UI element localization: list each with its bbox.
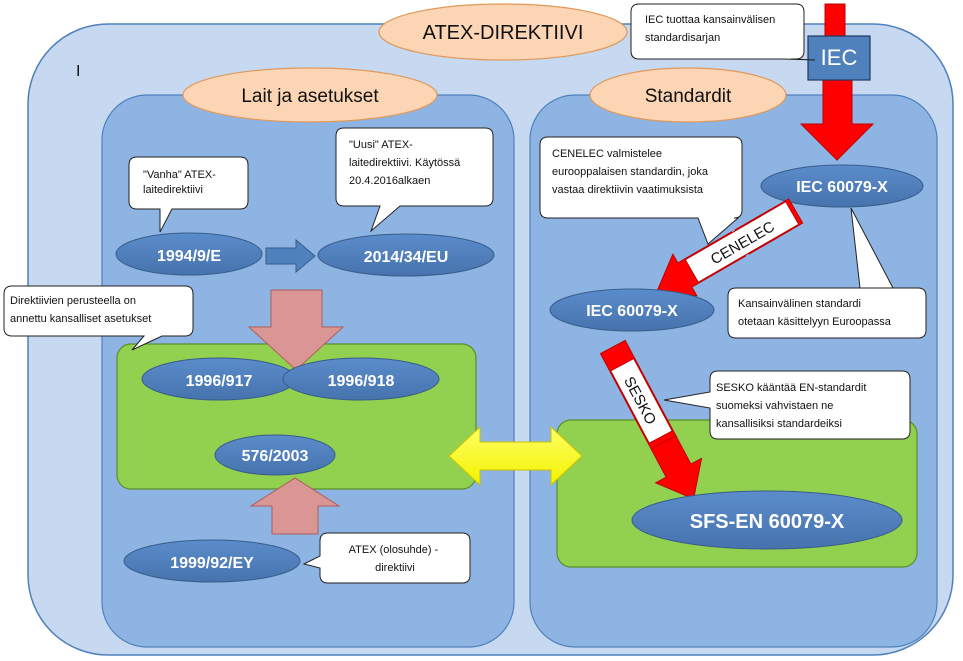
right-section-header: Standardit (645, 86, 732, 107)
sesko-callout-line-1: SESKO kääntää EN-standardit (716, 382, 866, 394)
cenelec-callout-line-3: vastaa direktiivin vaatimuksista (552, 184, 704, 196)
old-directive-label: 1994/9/E (157, 248, 221, 265)
international-callout (727, 207, 927, 339)
national-callout-line-2: annettu kansalliset asetukset (10, 313, 151, 325)
old-callout-line-1: "Vanha" ATEX- (143, 169, 216, 181)
sesko-callout-text: SESKO kääntää EN-standardit suomeksi vah… (716, 382, 869, 430)
national-decrees-callout-text: Direktiivien perusteella on annettu kans… (10, 295, 151, 325)
workplace-callout-text: ATEX (olosuhde) - direktiivi (349, 544, 442, 574)
decree-1996-918-label: 1996/918 (328, 373, 395, 390)
iec-standard-top-ellipse (760, 164, 924, 208)
old-directive-callout (128, 156, 249, 233)
new-directive-callout (335, 127, 494, 233)
workplace-directive-ellipse (123, 539, 301, 583)
iec-standard-mid-label: IEC 60079-X (586, 303, 678, 320)
iec-standard-mid-ellipse (549, 288, 715, 332)
old-directive-callout-text: "Vanha" ATEX- laitedirektiivi (143, 169, 219, 196)
cenelec-callout-line-2: eurooppalaisen standardin, joka (552, 166, 709, 178)
workplace-callout-line-2: direktiivi (375, 562, 415, 574)
iec-standard-top-label: IEC 60079-X (796, 179, 888, 196)
new-callout-line-2: laitedirektiivi. Käytössä (349, 157, 461, 169)
international-callout-text: Kansainvälinen standardi otetaan käsitte… (738, 298, 892, 328)
directives-to-decrees-arrow (247, 289, 345, 371)
sesko-arrow: SESKO (599, 339, 703, 500)
intl-callout-line-1: Kansainvälinen standardi (738, 298, 861, 310)
stray-mark: I (76, 63, 80, 80)
left-header-ellipse (182, 67, 438, 123)
decree-1996-918-ellipse (282, 357, 440, 401)
iec-callout-line-1: IEC tuottaa kansainvälisen (645, 14, 775, 26)
intl-callout-line-2: otetaan käsittelyyn Euroopassa (738, 316, 892, 328)
workplace-directive-label: 1999/92/EY (170, 555, 254, 572)
laws-standards-link-arrow (448, 425, 583, 487)
iec-callout-text: IEC tuottaa kansainvälisen standardisarj… (645, 14, 778, 44)
decree-576-2003-label: 576/2003 (242, 448, 309, 465)
workplace-directive-callout (302, 532, 471, 584)
left-section-header: Lait ja asetukset (241, 86, 379, 107)
cenelec-callout-line-1: CENELEC valmistelee (552, 148, 662, 160)
cenelec-callout (539, 136, 743, 245)
old-callout-line-2: laitedirektiivi (143, 184, 203, 196)
iec-box (807, 35, 871, 81)
new-directive-ellipse (317, 233, 495, 277)
sesko-callout (663, 370, 911, 440)
iec-input-arrow (824, 3, 846, 39)
new-callout-line-3: 20.4.2016alkaen (349, 175, 430, 187)
decree-1996-917-label: 1996/917 (186, 373, 253, 390)
workplace-callout-line-1: ATEX (olosuhde) - (349, 544, 439, 556)
iec-callout (630, 3, 816, 61)
cenelec-callout-text: CENELEC valmistelee eurooppalaisen stand… (552, 148, 711, 196)
workplace-to-decree-arrow (249, 477, 341, 535)
title-text: ATEX-DIREKTIIVI (423, 22, 584, 44)
iec-box-label: IEC (821, 45, 858, 70)
old-to-new-arrow (265, 238, 316, 274)
national-decrees-callout (3, 285, 194, 351)
right-header-ellipse (589, 67, 787, 123)
new-callout-line-1: "Uusi" ATEX- (349, 139, 413, 151)
new-directive-label: 2014/34/EU (364, 249, 449, 266)
sfs-standard-label: SFS-EN 60079-X (690, 511, 845, 533)
national-callout-line-1: Direktiivien perusteella on (10, 295, 136, 307)
sesko-callout-line-3: kansallisiksi standardeiksi (716, 418, 842, 430)
new-directive-callout-text: "Uusi" ATEX- laitedirektiivi. Käytössä 2… (349, 139, 463, 187)
sesko-callout-line-2: suomeksi vahvistaen ne (716, 400, 833, 412)
sfs-standard-ellipse (631, 490, 903, 550)
iec-callout-line-2: standardisarjan (645, 32, 720, 44)
iec-down-arrow (799, 79, 875, 161)
old-directive-ellipse (115, 232, 263, 276)
decree-576-2003-ellipse (214, 434, 336, 476)
title-ellipse (378, 3, 628, 61)
